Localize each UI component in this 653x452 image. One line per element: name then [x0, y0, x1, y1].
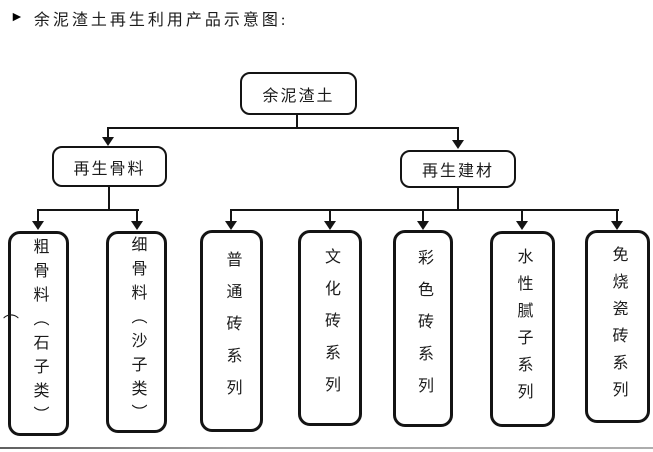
leaf-ordinary-brick-label: 普通砖系列: [223, 251, 241, 411]
leaf-colored-brick-series: 彩色砖系列: [393, 230, 453, 427]
leaf-fine-aggregate-label: 细骨料（沙子类）: [128, 236, 146, 428]
connector-to-fine: [136, 209, 138, 222]
leaf-water-based-putty-label: 水性腻子系列: [514, 248, 532, 410]
connector-to-water-putty: [521, 209, 523, 222]
arrow-down-icon: [225, 221, 237, 230]
connector-aggregate-splitter: [37, 209, 139, 211]
leaf-ordinary-brick-series: 普通砖系列: [200, 230, 263, 432]
leaf-fine-aggregate: 细骨料（沙子类）: [106, 231, 167, 433]
diagram-title: 余泥渣土再生利用产品示意图:: [33, 12, 289, 29]
connector-to-building-material: [457, 127, 459, 141]
connector-to-aggregate: [107, 127, 109, 138]
connector-to-colored-brick: [422, 209, 424, 222]
connector-to-coarse: [37, 209, 39, 222]
arrow-down-icon: [417, 221, 429, 230]
arrow-down-icon: [32, 221, 44, 230]
leaf-culture-brick-label: 文化砖系列: [322, 248, 339, 408]
node-root: 余泥渣土: [240, 72, 357, 115]
arrow-down-icon: [452, 140, 464, 149]
arrow-down-icon: [131, 221, 143, 230]
connector-building-splitter: [230, 209, 619, 211]
leaf-colored-brick-label: 彩色砖系列: [415, 248, 432, 409]
leaf-water-based-putty-series: 水性腻子系列: [490, 231, 555, 427]
leaf-unfired-ceramic-tile-label: 免烧瓷砖系列: [609, 245, 627, 408]
bullet-triangle-icon: ►: [10, 10, 24, 25]
connector-building-stub: [457, 186, 459, 211]
connector-aggregate-stub: [108, 185, 110, 211]
connector-root-stub: [296, 114, 298, 129]
connector-level1-splitter: [107, 127, 459, 129]
arrow-down-icon: [324, 221, 336, 230]
node-recycled-aggregate: 再生骨料: [52, 146, 167, 187]
leaf-coarse-aggregate-label: 粗骨料（石子类）: [30, 237, 48, 430]
arrow-down-icon: [516, 221, 528, 230]
leaf-unfired-ceramic-tile-series: 免烧瓷砖系列: [585, 230, 650, 423]
leaf-coarse-aggregate: 粗骨料（石子类）: [8, 231, 69, 436]
leaf-culture-brick-series: 文化砖系列: [298, 230, 362, 426]
overflow-paren-glyph: （: [0, 303, 17, 319]
bottom-border-rule: [0, 447, 653, 449]
arrow-down-icon: [102, 137, 114, 146]
node-recycled-building-material: 再生建材: [400, 150, 516, 188]
connector-to-culture-brick: [329, 209, 331, 222]
connector-to-ordinary-brick: [230, 209, 232, 222]
connector-to-unfired-tile: [616, 209, 618, 222]
diagram-title-row: ► 余泥渣土再生利用产品示意图:: [10, 6, 288, 30]
arrow-down-icon: [611, 221, 623, 230]
